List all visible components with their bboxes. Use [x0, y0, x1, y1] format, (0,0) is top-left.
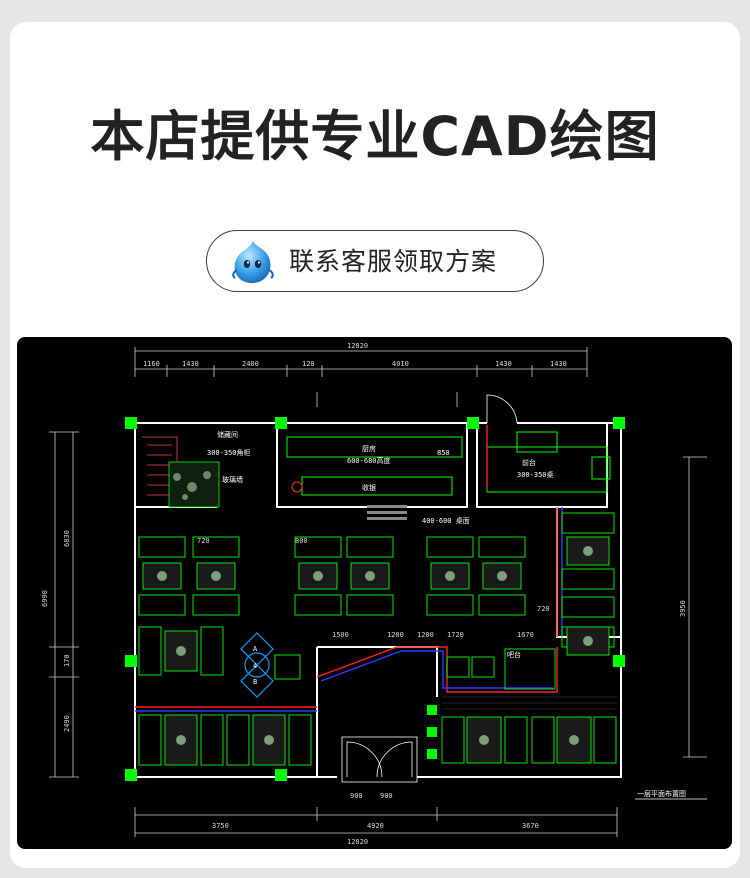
dim-inner-4: 1670	[517, 631, 534, 639]
dim-top-6: 1430	[495, 360, 512, 368]
label-hint-mid: 600-680高度	[347, 456, 391, 465]
label-bar: 吧台	[507, 650, 521, 659]
label-front-desk: 前台	[522, 458, 536, 467]
dim-bottom-1: 3750	[212, 822, 229, 830]
dim-left-1: 6990	[41, 590, 49, 607]
label-850: 850	[437, 449, 450, 457]
mark-4: 4	[253, 662, 257, 670]
dim-bottom-3: 3670	[522, 822, 539, 830]
label-hint-left: 300-350角柜	[207, 448, 251, 457]
label-storage: 储藏间	[217, 430, 238, 439]
dim-inner-3: 1720	[447, 631, 464, 639]
headline: 本店提供专业CAD绘图	[90, 105, 660, 168]
label-hint-right: 300-350桌	[517, 470, 554, 479]
label-table-note: 400-600 桌面	[422, 516, 470, 525]
contact-service-label: 联系客服领取方案	[289, 247, 498, 276]
dim-top-4: 120	[302, 360, 315, 368]
cad-drawing: 12820 1160 1430 2400 120 4010 1430 1430 …	[41, 342, 707, 846]
dim-inner-6: 800	[295, 537, 308, 545]
dim-door-2: 900	[380, 792, 393, 800]
dim-bottom-total: 12820	[347, 838, 368, 846]
dim-top-3: 2400	[242, 360, 259, 368]
label-kitchen: 厨房	[362, 444, 376, 453]
dim-door-1: 900	[350, 792, 363, 800]
cad-floor-plan: 12820 1160 1430 2400 120 4010 1430 1430 …	[17, 337, 732, 849]
dim-top-total: 12820	[347, 342, 368, 350]
label-glass-wall: 玻璃墙	[222, 475, 243, 484]
contact-service-button[interactable]: 联系客服领取方案	[206, 230, 544, 292]
mark-b: B	[253, 678, 257, 686]
dim-inner-2: 1200	[387, 631, 404, 639]
dim-top-2: 1430	[182, 360, 199, 368]
dim-left-4: 2490	[63, 715, 71, 732]
dim-left-3: 170	[63, 654, 71, 667]
label-cashier: 收银	[362, 483, 376, 492]
dim-bottom-2: 4920	[367, 822, 384, 830]
dim-left-2: 6830	[63, 530, 71, 547]
dim-top-7: 1430	[550, 360, 567, 368]
dim-inner-8: 1200	[417, 631, 434, 639]
dim-top-1: 1160	[143, 360, 160, 368]
drawing-title: 一层平面布置图	[637, 789, 686, 798]
dim-inner-1: 1500	[332, 631, 349, 639]
dim-inner-7: 720	[197, 537, 210, 545]
chat-mascot-icon	[232, 241, 274, 284]
dim-top-5: 4010	[392, 360, 409, 368]
mark-a: A	[253, 645, 258, 653]
dim-right-1: 3950	[679, 600, 687, 617]
dim-inner-5: 720	[537, 605, 550, 613]
